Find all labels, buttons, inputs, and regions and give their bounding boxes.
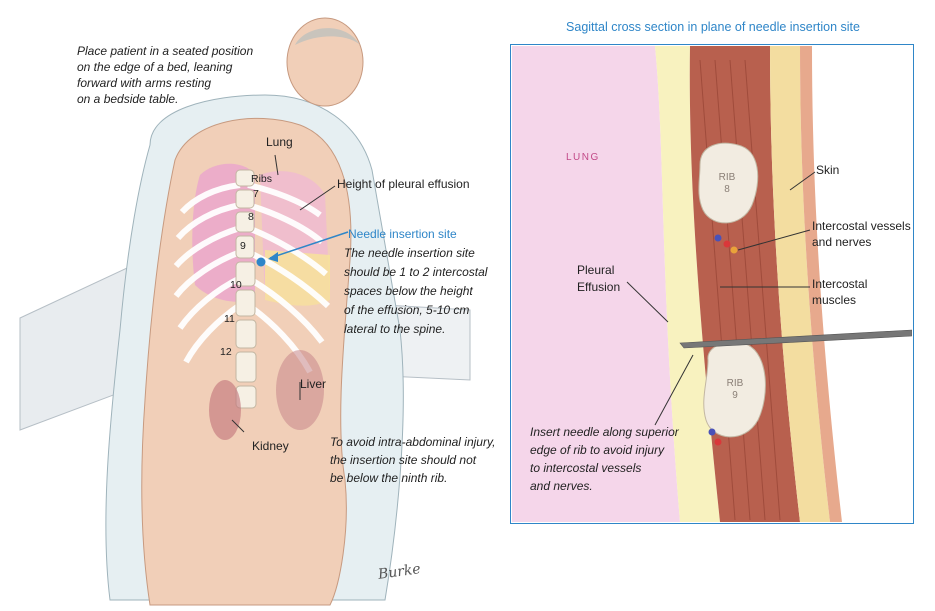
insert-note-line-1: Insert needle along superior — [530, 425, 679, 439]
needle-site-title: Needle insertion site — [348, 227, 457, 241]
vein-dot-8 — [714, 234, 722, 242]
lung-section-label: LUNG — [566, 152, 600, 163]
hair — [295, 28, 360, 45]
vessels-label-1: Intercostal vessels — [812, 219, 911, 233]
needle-site-arrowhead — [268, 252, 278, 262]
instruction-line-2: on the edge of a bed, leaning — [77, 60, 233, 74]
needle-note-line-5: lateral to the spine. — [344, 322, 446, 336]
rib-9-label-b: 9 — [732, 390, 738, 401]
cross-section-title: Sagittal cross section in plane of needl… — [566, 20, 860, 34]
cross-section-frame — [510, 44, 914, 524]
needle — [679, 329, 912, 349]
rib-8-label-a: RIB — [718, 172, 736, 183]
avoid-note-line-3: be below the ninth rib. — [330, 471, 448, 485]
insert-note-line-2: edge of rib to avoid injury — [530, 443, 665, 457]
rib-9-label-a: RIB — [726, 378, 744, 389]
needle-insertion-dot — [256, 257, 266, 267]
liver-label: Liver — [300, 377, 327, 391]
muscles-label-2: muscles — [812, 293, 857, 307]
needle-note-line-3: spaces below the height — [344, 284, 473, 298]
insert-note-line-3: to intercostal vessels — [530, 461, 642, 475]
rib-number-9: 9 — [240, 240, 246, 252]
nerve-dot-8 — [730, 246, 738, 254]
rib-number-7: 7 — [253, 188, 259, 200]
vessels-label-2: and nerves — [812, 235, 872, 249]
kidney-shape — [209, 380, 241, 440]
lung-region — [512, 46, 680, 522]
kidney-label: Kidney — [252, 439, 289, 453]
pleural-label-1: Pleural — [577, 263, 615, 277]
needle-site-leader — [269, 231, 349, 259]
spine — [235, 169, 257, 409]
skin-layer — [800, 46, 842, 522]
height-effusion-label: Height of pleural effusion — [337, 177, 470, 191]
instruction-line-3: forward with arms resting — [77, 76, 212, 90]
muscles-label-1: Intercostal — [812, 277, 868, 291]
leader-lines — [231, 154, 336, 433]
vein-dot-9 — [708, 428, 716, 436]
lung-label: Lung — [266, 135, 293, 149]
rib-number-10: 10 — [230, 279, 242, 291]
skin-label: Skin — [816, 163, 840, 177]
rib-number-11: 11 — [224, 313, 235, 325]
needle-note-line-2: should be 1 to 2 intercostal — [344, 265, 488, 279]
rib-8-shape — [698, 142, 759, 224]
cross-section-leaders — [626, 171, 816, 426]
avoid-note-line-2: the insertion site should not — [330, 453, 477, 467]
needle-note-line-1: The needle insertion site — [344, 246, 475, 260]
avoid-note-line-1: To avoid intra-abdominal injury, — [330, 435, 496, 449]
fat-layer — [770, 46, 830, 522]
ribs-label: Ribs — [251, 173, 273, 185]
insert-note-line-4: and nerves. — [530, 479, 593, 493]
muscle-fibers — [699, 59, 781, 521]
needle-note-line-4: of the effusion, 5-10 cm — [344, 303, 470, 317]
artery-dot-9 — [714, 438, 722, 446]
instruction-line-1: Place patient in a seated position — [77, 44, 254, 58]
instruction-line-4: on a bedside table. — [77, 92, 179, 106]
rib-number-12: 12 — [220, 346, 232, 358]
rib-number-8: 8 — [248, 211, 254, 223]
pleural-label-2: Effusion — [577, 280, 621, 294]
artery-dot-8 — [723, 240, 731, 248]
rib-8-label-b: 8 — [724, 184, 730, 195]
